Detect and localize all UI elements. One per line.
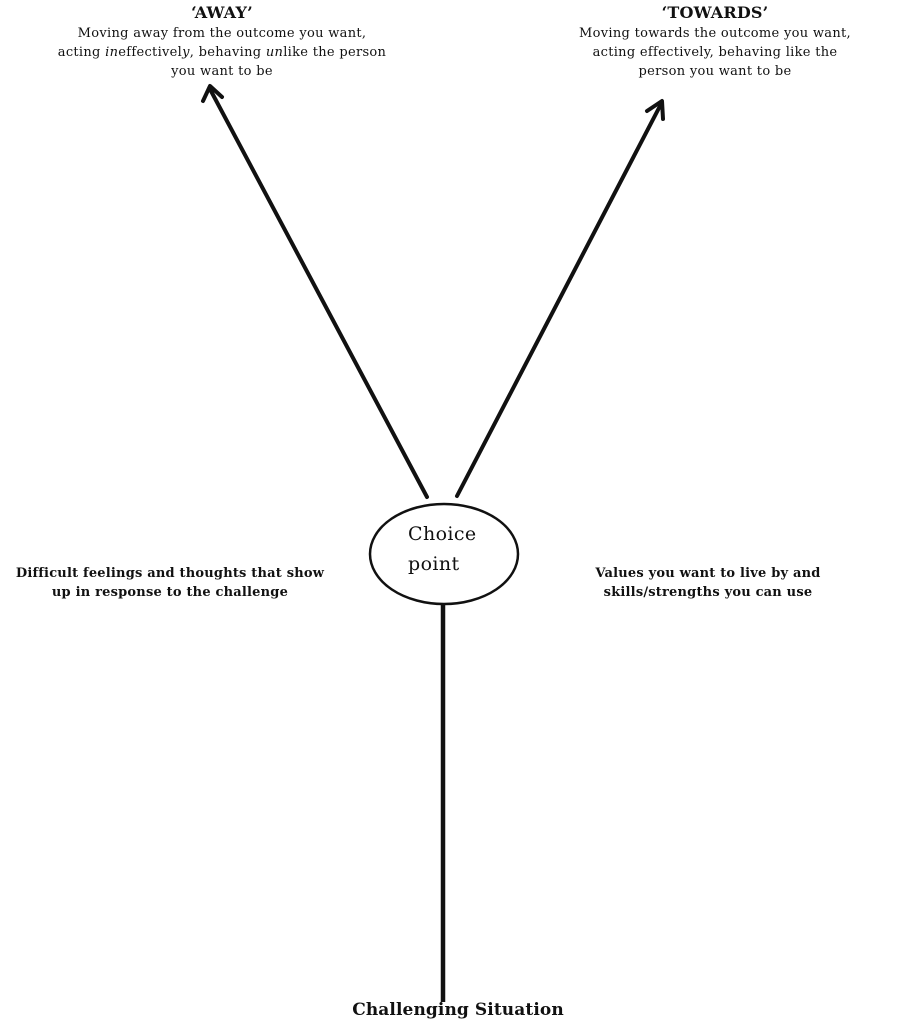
away-line-2-part: effectivel [118, 45, 183, 60]
away-line-2-part: acting [57, 45, 106, 60]
away-line-2: acting ineffectively, behaving unlike th… [40, 43, 404, 62]
away-line-3: you want to be [171, 64, 273, 79]
away-arrowhead-icon [201, 84, 224, 103]
towards-block: ‘TOWARDS’ Moving towards the outcome you… [556, 2, 874, 81]
away-description: Moving away from the outcome you want, a… [40, 24, 404, 81]
away-line-2-part: like the person [283, 45, 387, 60]
towards-line-3: person you want to be [638, 64, 792, 79]
towards-line-1: Moving towards the outcome you want, [579, 26, 851, 41]
away-line-2-italic: y [182, 45, 190, 60]
difficult-feelings-line-2: up in response to the challenge [51, 585, 289, 600]
towards-arrowhead-icon [645, 99, 665, 121]
choice-point-label: Choice point [370, 519, 477, 579]
difficult-feelings-line-1: Difficult feelings and thoughts that sho… [15, 566, 325, 581]
values-skills-line-2: skills/strengths you can use [603, 585, 813, 600]
towards-description: Moving towards the outcome you want, act… [556, 24, 874, 81]
difficult-feelings-note: Difficult feelings and thoughts that sho… [8, 564, 332, 602]
towards-arrow-line [455, 104, 662, 498]
choice-point-line-2: point [408, 553, 460, 575]
away-line-2-part: , behaving [189, 45, 266, 60]
values-skills-note: Values you want to live by and skills/st… [575, 564, 841, 602]
towards-line-2: acting effectively, behaving like the [592, 45, 838, 60]
choice-point-line-1: Choice [408, 523, 477, 545]
away-line-1: Moving away from the outcome you want, [77, 26, 367, 41]
towards-title: ‘TOWARDS’ [661, 3, 769, 22]
away-line-2-italic: in [105, 45, 119, 60]
challenging-situation-label: Challenging Situation [352, 1000, 564, 1020]
away-arrow-line [209, 89, 429, 499]
away-line-2-italic: un [265, 45, 284, 60]
away-title: ‘AWAY’ [191, 3, 253, 22]
values-skills-line-1: Values you want to live by and [595, 566, 821, 581]
away-block: ‘AWAY’ Moving away from the outcome you … [40, 2, 404, 81]
